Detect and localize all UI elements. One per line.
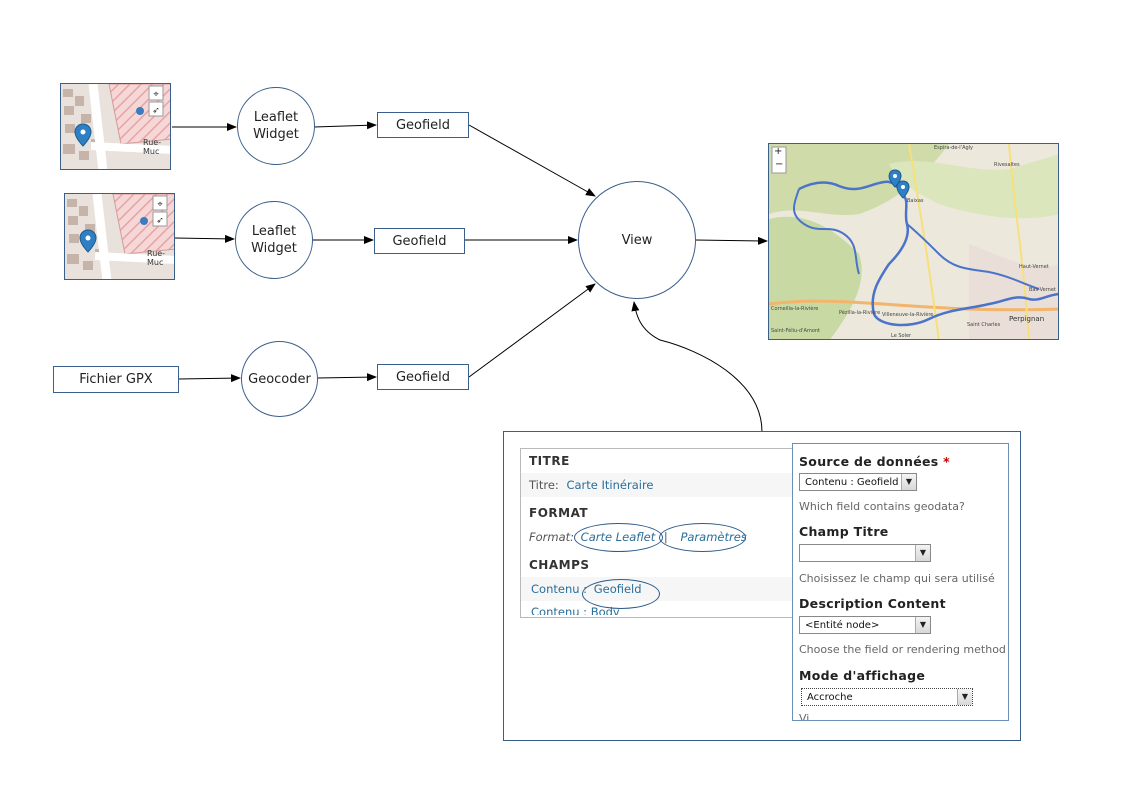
map-place-label: Espira-de-l'Agly [934,145,974,151]
edge-thumb2-widget2 [174,234,235,243]
champ-1-prefix[interactable]: Contenu [531,582,580,596]
map-place-label: Bas-Vernet [1029,287,1056,293]
edge-geocoder-geofield3 [317,373,377,382]
map-thumbnail-1: ⌖ ➶ Rue-Muc [60,83,171,170]
highlight-oval-settings [659,523,746,552]
zoom-in-button[interactable]: + [774,146,783,157]
map-thumbnail-2: ⌖ ➶ Rue-Muc [64,193,175,280]
map-place-label: Perpignan [1009,315,1045,323]
titre-heading: TITRE [529,454,570,468]
chevron-down-icon: ▼ [915,545,930,561]
desc-select[interactable]: <Entité node> ▼ [799,616,931,634]
geofield-node-2: Geofield [374,228,465,254]
view-node: View [578,181,696,299]
map-place-label: Saint Charles [967,322,1001,328]
svg-text:➶: ➶ [156,216,164,226]
map-place-label: Rivesaltes [994,162,1020,168]
highlight-oval-geofield [582,579,660,609]
zoom-out-button[interactable]: − [775,159,784,170]
source-select-value: Contenu : Geofield [805,477,899,488]
map-place-label: Baixas [907,198,924,204]
champ-titre-label: Champ Titre [799,524,889,539]
map-place-label: Haut-Vernet [1019,264,1049,270]
desc-label: Description Content [799,596,946,611]
chevron-down-icon: ▼ [901,474,916,490]
node-label: Geofield [395,369,451,385]
edge-view-map [694,236,768,245]
leaflet-settings-form: Source de données * Contenu : Geofield ▼… [792,443,1009,721]
node-label: Leaflet Widget [253,110,299,142]
desc-help: Choose the field or rendering method [799,643,1006,656]
format-label: Format: [529,530,575,544]
titre-row[interactable]: Titre: Carte Itinéraire [521,473,801,497]
edge-geofield1-view [468,124,596,197]
titre-label: Titre: [529,478,559,492]
node-label: View [621,232,653,248]
leaflet-widget-node-2: Leaflet Widget [235,201,313,279]
map-place-label: Villeneuve-la-Rivière [882,312,934,318]
format-heading: FORMAT [529,506,589,520]
geocoder-node: Geocoder [241,341,318,417]
mode-label: Mode d'affichage [799,668,926,683]
source-select[interactable]: Contenu : Geofield ▼ [799,473,917,491]
result-map: + − Espira-de-l'Agly Rivesaltes Baixas P… [768,143,1059,340]
svg-text:⌖: ⌖ [157,200,162,210]
champ-titre-select[interactable]: ▼ [799,544,931,562]
node-label: Geofield [392,233,447,249]
edge-widget1-geofield1 [313,121,377,130]
champ-row-2[interactable]: Contenu : Body [521,601,801,615]
source-label: Source de données * [799,454,950,469]
node-label: Leaflet Widget [251,224,297,256]
source-help: Which field contains geodata? [799,500,965,513]
views-config-panel: TITRE Titre: Carte Itinéraire FORMAT For… [503,431,1021,741]
geofield-node-3: Geofield [377,364,469,390]
champs-heading: CHAMPS [529,558,590,572]
node-label: Fichier GPX [79,372,153,387]
street-label: Rue-Muc [143,138,162,156]
fichier-gpx-node: Fichier GPX [53,366,179,393]
svg-text:➶: ➶ [152,106,160,116]
street-label: Rue-Muc [147,249,166,267]
map-place-label: Pézilla-la-Rivière [839,310,881,316]
node-label: Geocoder [248,371,311,387]
leaflet-widget-node-1: Leaflet Widget [237,87,315,165]
mode-help: Vi... [799,712,820,721]
geofield-node-1: Geofield [377,112,469,138]
result-map-art [769,144,1058,339]
champ-row-1[interactable]: Contenu : Geofield [521,577,801,601]
svg-text:⌖: ⌖ [153,90,158,100]
desc-select-value: <Entité node> [805,620,880,631]
map-place-label: Saint-Féliu-d'Amont [771,328,821,334]
edge-panel-view [631,301,763,433]
mode-select-value: Accroche [807,692,853,703]
champ-titre-help: Choisissez le champ qui sera utilisé [799,572,995,585]
chevron-down-icon: ▼ [957,689,972,705]
node-label: Geofield [395,117,451,133]
titre-value-link[interactable]: Carte Itinéraire [566,478,654,492]
chevron-down-icon: ▼ [915,617,930,633]
highlight-oval-format [574,523,663,552]
map-place-label: Corneilla-la-Rivière [771,306,819,312]
champ-2-link[interactable]: Contenu : Body [531,605,620,615]
source-label-text: Source de données [799,454,939,469]
edge-geofield3-view [468,283,596,378]
mode-select[interactable]: Accroche ▼ [801,688,973,706]
map-thumbnail-2-art: ⌖ ➶ [65,194,174,279]
map-place-label: Le Soler [891,333,912,339]
edge-gpx-geocoder [178,374,241,383]
required-marker: * [943,454,950,469]
map-thumbnail-1-art: ⌖ ➶ [61,84,170,169]
